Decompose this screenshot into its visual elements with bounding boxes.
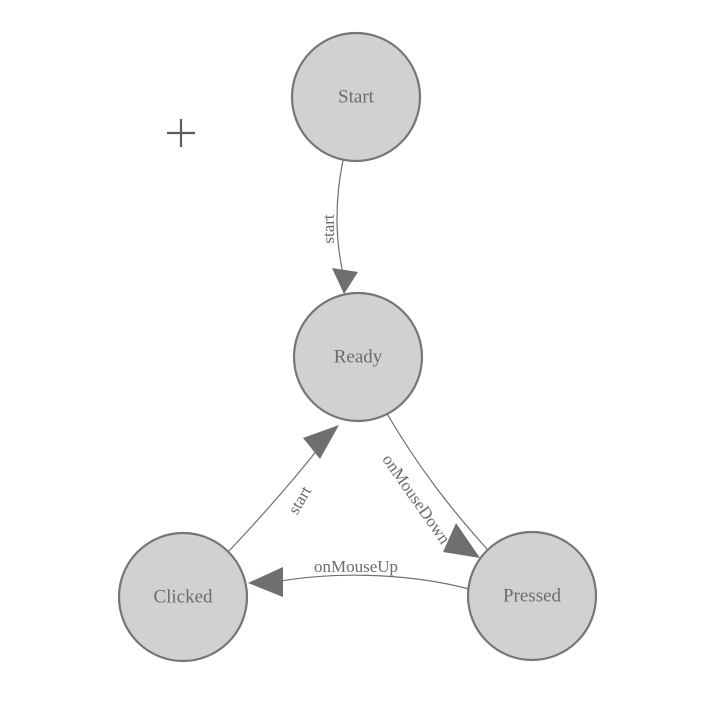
edge-pressed-to-clicked[interactable]: onMouseUp (248, 557, 470, 597)
edge-label-clicked-to-ready: start (284, 483, 315, 518)
edge-path-clicked-to-ready (227, 448, 319, 553)
node-ready-label: Ready (334, 346, 383, 367)
arrowhead-clicked-to-ready (303, 425, 339, 459)
edge-label-pressed-to-clicked: onMouseUp (314, 557, 398, 576)
node-clicked-label: Clicked (153, 586, 213, 607)
node-start-label: Start (338, 86, 375, 107)
edge-path-start-to-ready (336, 159, 345, 279)
node-pressed[interactable]: Pressed (466, 530, 598, 662)
node-ready-circle (292, 291, 424, 423)
node-pressed-circle (466, 530, 598, 662)
edge-path-ready-to-pressed (385, 411, 488, 550)
node-start[interactable]: Start (290, 31, 422, 163)
crosshair-marker[interactable] (167, 119, 195, 147)
edge-label-start-to-ready: start (319, 214, 338, 244)
node-clicked[interactable]: Clicked (117, 531, 249, 663)
node-ready[interactable]: Ready (292, 291, 424, 423)
edge-start-to-ready[interactable]: start (319, 159, 358, 294)
edge-clicked-to-ready[interactable]: start (227, 425, 339, 553)
node-clicked-circle (117, 531, 249, 663)
arrowhead-pressed-to-clicked (248, 567, 283, 597)
node-pressed-label: Pressed (503, 585, 562, 606)
node-start-circle (290, 31, 422, 163)
arrowhead-start-to-ready (332, 268, 358, 294)
edge-ready-to-pressed[interactable]: onMouseDown (378, 411, 488, 558)
edge-label-ready-to-pressed: onMouseDown (378, 451, 454, 548)
edge-path-pressed-to-clicked (274, 574, 470, 590)
arrowhead-ready-to-pressed (443, 523, 480, 558)
